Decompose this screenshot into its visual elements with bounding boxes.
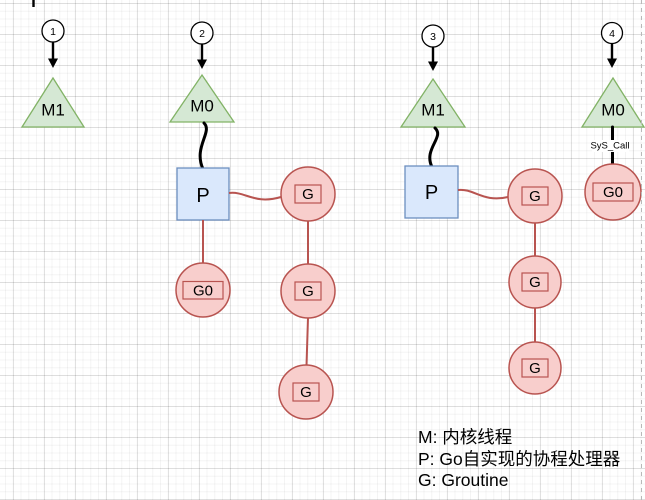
goroutine-inner-rect	[521, 272, 549, 292]
step-2-label: 2	[199, 28, 205, 40]
syscall-label-bg	[592, 140, 629, 152]
goroutine-inner-rect	[521, 186, 549, 206]
step-3-label: 3	[430, 31, 436, 43]
m0-to-p-connector	[198, 121, 208, 171]
machine-m1-label: M1	[41, 101, 65, 120]
goroutine-inner-rect	[294, 281, 322, 301]
column-4-group: 4 M0 SyS_Call G0	[580, 21, 645, 221]
step-4-arrowhead-icon	[607, 58, 617, 68]
step-1-circle	[41, 19, 65, 43]
step-2-circle	[190, 21, 214, 45]
processor-p-label: P	[425, 182, 438, 204]
column-2-group: 2 M0 P G0 G G G	[168, 21, 336, 420]
step-2-arrowhead-icon	[197, 59, 207, 69]
processor-p-square	[176, 167, 230, 221]
m1-to-p-connector	[428, 126, 439, 169]
machine-m1-triangle	[399, 77, 467, 128]
g0-label: G0	[603, 184, 623, 201]
step-3-arrowhead-icon	[428, 61, 438, 71]
legend-line-g: G: Groutine	[418, 470, 509, 490]
machine-m1-label: M1	[421, 101, 445, 120]
goroutine-label: G	[302, 186, 314, 203]
p-to-g-connector	[457, 188, 509, 200]
p-to-g-connector	[228, 191, 282, 201]
step-3-circle	[421, 24, 445, 48]
step-1-arrowhead-icon	[48, 58, 58, 68]
g-to-g-connector	[305, 317, 309, 366]
g0-inner-rect	[592, 182, 634, 202]
machine-m0-label: M0	[601, 101, 625, 120]
processor-p-label: P	[196, 185, 209, 207]
goroutine-label: G	[302, 283, 314, 300]
goroutine-inner-rect	[521, 358, 549, 378]
machine-m0-triangle	[168, 73, 236, 123]
processor-p-square	[404, 165, 459, 219]
g0-inner-rect	[182, 280, 224, 300]
machine-m1-triangle	[20, 76, 86, 128]
column-3-group: 3 M1 P G G G	[399, 24, 563, 395]
column-1-group: 1 M1	[20, 19, 86, 128]
goroutine-inner-rect	[292, 382, 320, 402]
step-4-label: 4	[609, 28, 615, 40]
goroutine-label: G	[529, 274, 541, 291]
goroutine-label: G	[529, 188, 541, 205]
syscall-label: SyS_Call	[590, 141, 629, 152]
goroutine-label: G	[529, 360, 541, 377]
g0-label: G0	[193, 283, 213, 300]
machine-m0-label: M0	[190, 97, 214, 116]
goroutine-inner-rect	[294, 184, 322, 204]
legend: M: 内核线程 P: Go自实现的协程处理器 G: Groutine	[418, 427, 620, 492]
step-1-label: 1	[50, 26, 56, 38]
goroutine-label: G	[300, 384, 312, 401]
legend-line-p: P: Go自实现的协程处理器	[418, 448, 621, 469]
legend-line-m: M: 内核线程	[418, 427, 513, 447]
